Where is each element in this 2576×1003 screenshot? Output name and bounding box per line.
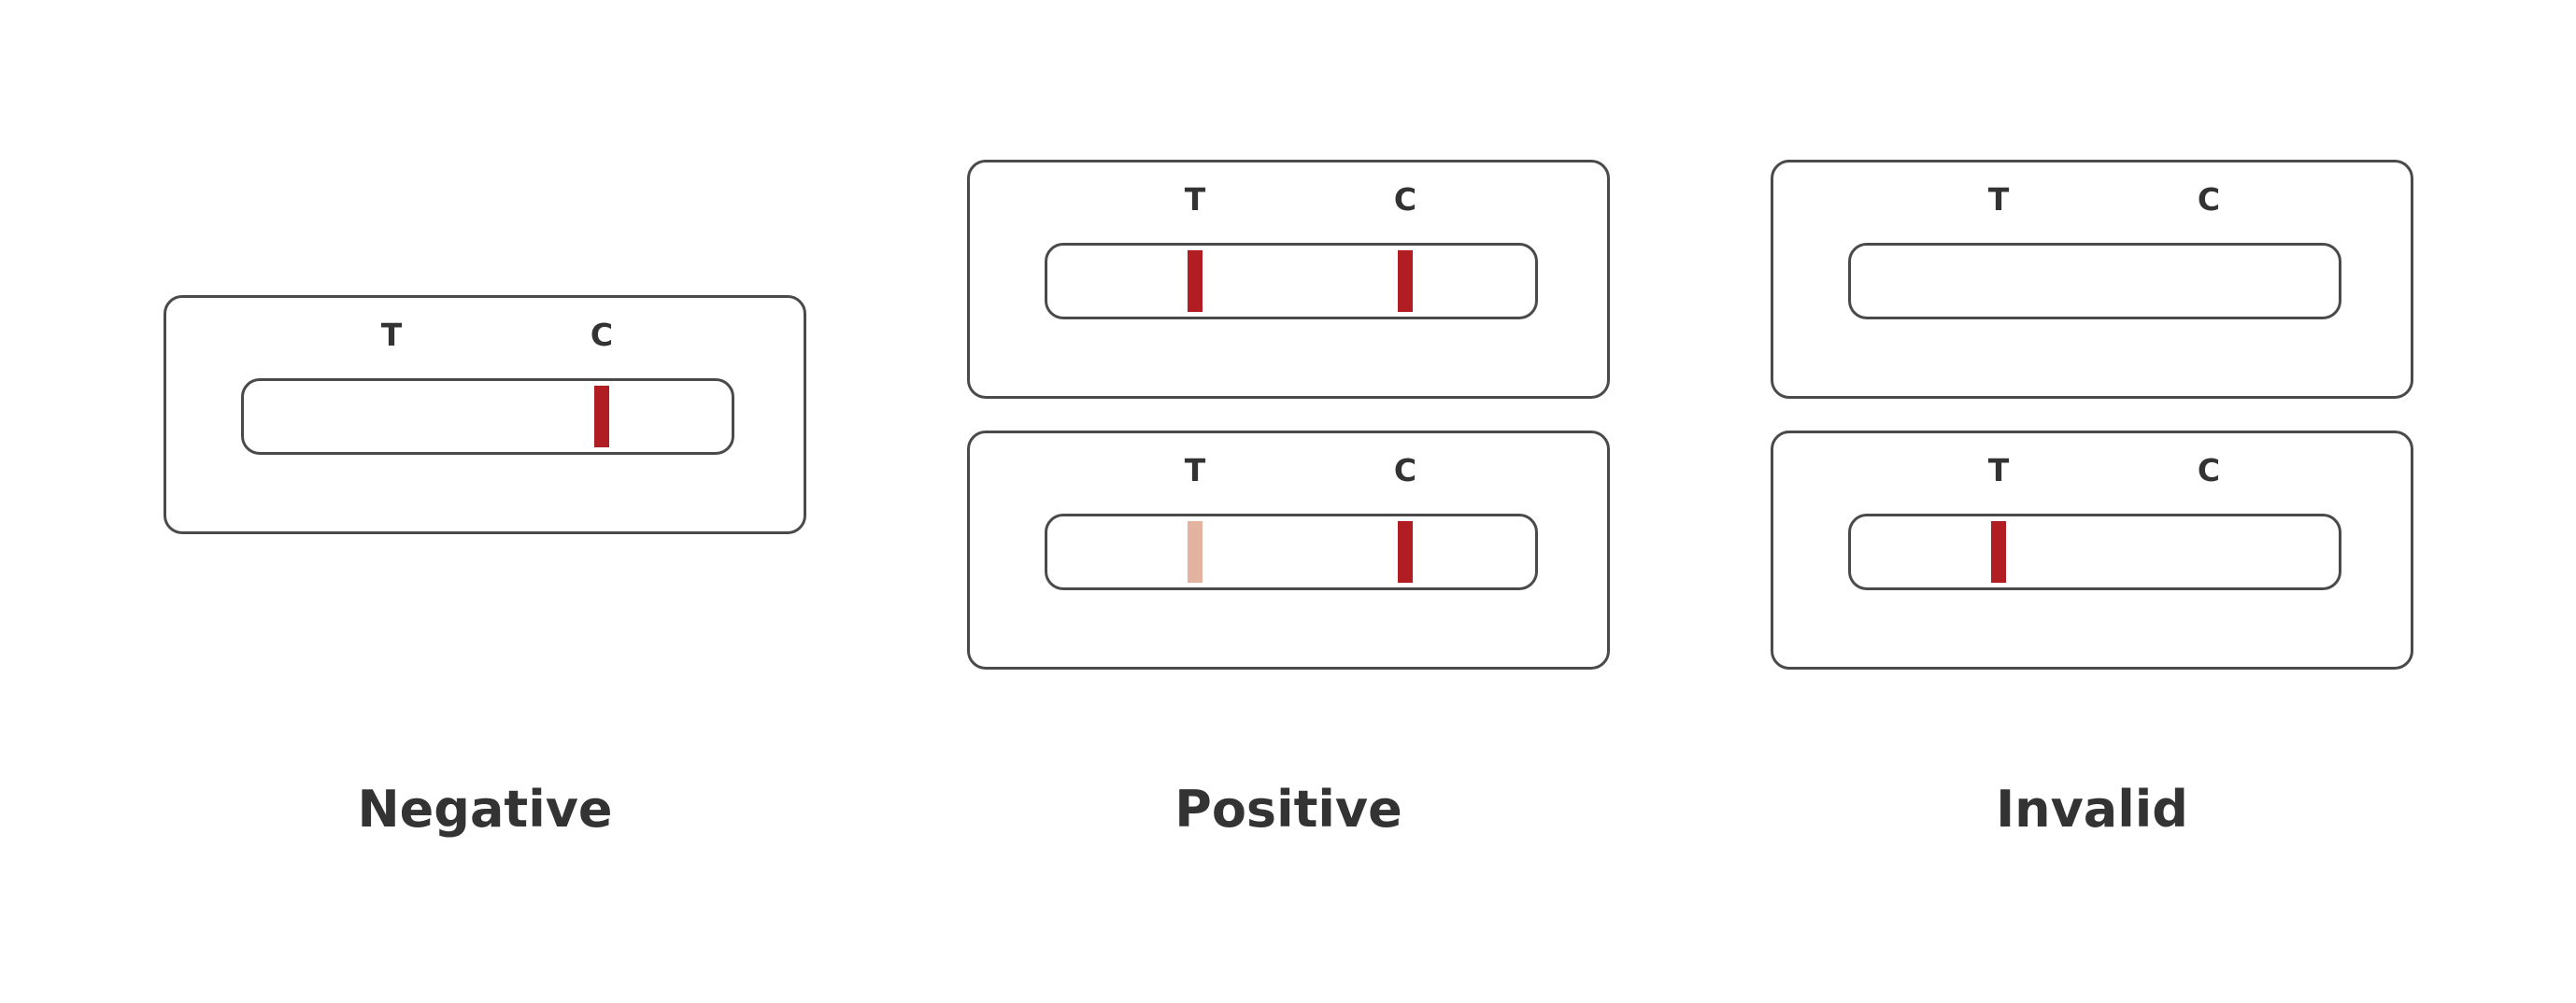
test-line: [1188, 521, 1203, 583]
result-window: [1045, 243, 1538, 319]
test-marker-label: T: [380, 317, 403, 353]
test-marker-label: T: [1987, 181, 2010, 218]
control-marker-label: C: [1393, 181, 1417, 218]
control-marker-label: C: [590, 317, 614, 353]
cassette-invalid-no-lines: T C: [1771, 160, 2413, 399]
control-marker-label: C: [1393, 452, 1417, 488]
control-line: [594, 386, 609, 447]
cassette-positive-faint: T C: [967, 431, 1610, 670]
result-window: [241, 378, 734, 455]
test-marker-label: T: [1184, 452, 1206, 488]
result-window: [1045, 514, 1538, 590]
result-label-invalid: Invalid: [1996, 780, 2188, 839]
test-marker-label: T: [1987, 452, 2010, 488]
test-line: [1188, 250, 1203, 312]
cassette-invalid-test-only: T C: [1771, 431, 2413, 670]
control-line: [1398, 250, 1413, 312]
cassette-negative: T C: [164, 295, 806, 534]
test-marker-label: T: [1184, 181, 1206, 218]
control-marker-label: C: [2197, 181, 2221, 218]
result-label-positive: Positive: [1174, 780, 1402, 839]
result-window: [1848, 514, 2341, 590]
control-line: [1398, 521, 1413, 583]
control-marker-label: C: [2197, 452, 2221, 488]
result-label-negative: Negative: [357, 780, 613, 839]
cassette-positive-strong: T C: [967, 160, 1610, 399]
test-line: [1991, 521, 2006, 583]
result-window: [1848, 243, 2341, 319]
